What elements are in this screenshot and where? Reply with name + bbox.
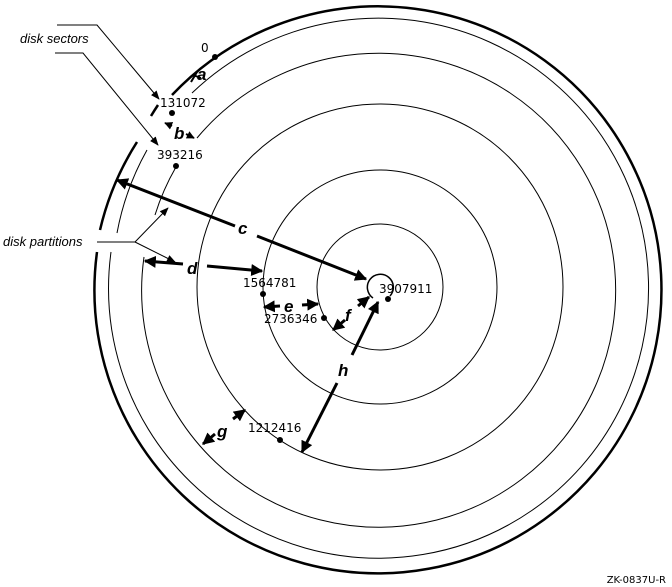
partition-letter-a: a xyxy=(197,65,206,84)
disk-edge-segment xyxy=(98,141,139,231)
sector-label-393216: 393216 xyxy=(157,148,203,162)
partition-b-arrow-left xyxy=(164,122,174,130)
sector-dot xyxy=(385,296,391,302)
partition-letter-e: e xyxy=(284,297,293,316)
partition-letter-f: f xyxy=(345,306,353,325)
partition-letter-h: h xyxy=(338,361,348,380)
partition-h-arrow-down xyxy=(300,382,339,454)
partition-h-arrow-up xyxy=(350,300,380,356)
sector-label-131072: 131072 xyxy=(160,96,206,110)
partition-letter-b: b xyxy=(174,124,184,143)
track-circle-2-segment xyxy=(154,166,177,216)
sector-dot xyxy=(277,437,283,443)
sector-label-3907911: 3907911 xyxy=(379,282,432,296)
sector-dot xyxy=(173,163,179,169)
sector-label-2736346: 2736346 xyxy=(264,312,317,326)
partition-g-arrow-up xyxy=(232,408,246,422)
partition-g-arrow-down xyxy=(202,432,216,446)
partition-letter-g: g xyxy=(216,422,228,441)
partition-f-arrow-up xyxy=(356,295,370,309)
partition-d-arrow-left xyxy=(143,255,184,268)
sector-dot xyxy=(321,315,327,321)
partition-e-arrow-left xyxy=(262,300,281,313)
track-circle-5 xyxy=(316,223,444,351)
sectors-leader-1 xyxy=(57,24,160,100)
sector-label-1212416: 1212416 xyxy=(248,421,301,435)
sector-dot xyxy=(212,54,218,60)
partition-c-arrow-right xyxy=(256,234,368,281)
partition-d-arrow-right xyxy=(206,264,264,276)
sector-dot xyxy=(260,291,266,297)
sector-label-1564781: 1564781 xyxy=(243,276,296,290)
disk-sectors-callout: disk sectors xyxy=(20,31,89,46)
partition-letter-c: c xyxy=(238,219,248,238)
partition-f-arrow-down xyxy=(332,318,346,332)
disk-partitions-callout: disk partitions xyxy=(3,234,83,249)
disk-edge-dash xyxy=(149,104,160,117)
track-circle-2 xyxy=(141,52,617,528)
partition-a-marker xyxy=(190,71,202,83)
track-circle-1 xyxy=(108,17,650,559)
partitions-leader-up xyxy=(134,207,169,243)
track-circle-4 xyxy=(262,169,498,405)
partition-c-arrow-left xyxy=(115,178,236,228)
partition-b-arrow-right xyxy=(185,131,195,139)
partitions-leader-down xyxy=(134,241,176,263)
sectors-leader-2 xyxy=(55,52,159,146)
track-circle-1-segment xyxy=(116,149,148,234)
partition-e-arrow-right xyxy=(301,298,320,311)
center-circle xyxy=(366,273,395,299)
partition-letter-d: d xyxy=(187,259,198,278)
sector-dots xyxy=(169,54,391,443)
track-circle-3 xyxy=(196,103,564,471)
figure-id: ZK-0837U-R xyxy=(607,575,666,586)
disk-edge-circle xyxy=(93,5,663,575)
sector-dot xyxy=(169,110,175,116)
sector-label-0: 0 xyxy=(201,41,209,55)
